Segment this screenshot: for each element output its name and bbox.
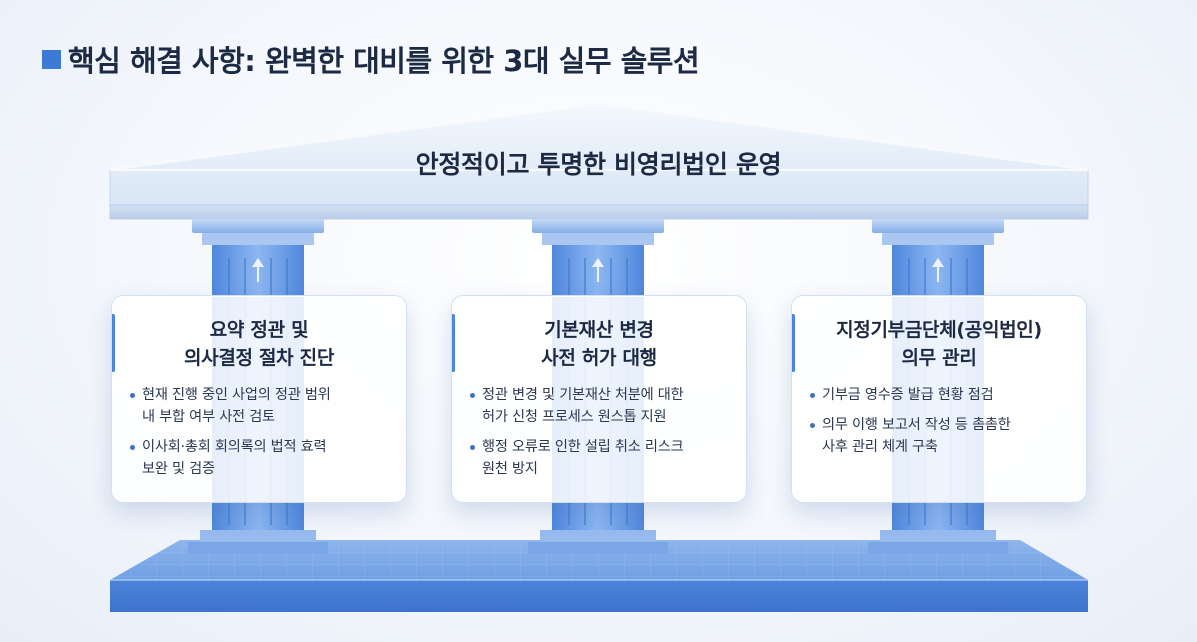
solution-card-2: 기본재산 변경 사전 허가 대행 정관 변경 및 기본재산 처분에 대한 허가 … bbox=[451, 295, 747, 503]
bullet-line: 보완 및 검증 bbox=[142, 461, 215, 477]
card-accent-bar bbox=[452, 314, 455, 372]
card-title-line: 사전 허가 대행 bbox=[541, 347, 657, 369]
card-title-line: 의무 관리 bbox=[901, 347, 977, 369]
card-title-line: 지정기부금단체(공익법인) bbox=[836, 319, 1042, 341]
up-arrow-icon bbox=[252, 258, 264, 282]
roof bbox=[109, 102, 1089, 220]
card-accent-bar bbox=[112, 314, 115, 372]
card-bullet-list: 정관 변경 및 기본재산 처분에 대한 허가 신청 프로세스 원스톱 지원 행정… bbox=[452, 384, 746, 480]
bullet-item: 정관 변경 및 기본재산 처분에 대한 허가 신청 프로세스 원스톱 지원 bbox=[470, 384, 736, 428]
base-platform bbox=[110, 540, 1088, 612]
page-title-row: 핵심 해결 사항: 완벽한 대비를 위한 3대 실무 솔루션 bbox=[42, 38, 700, 80]
title-bullet-square bbox=[42, 50, 61, 69]
card-bullet-list: 현재 진행 중인 사업의 정관 범위 내 부합 여부 사전 검토 이사회·총회 … bbox=[112, 384, 406, 480]
card-title: 요약 정관 및 의사결정 절차 진단 bbox=[112, 316, 406, 372]
bullet-line: 현재 진행 중인 사업의 정관 범위 bbox=[142, 387, 331, 403]
card-title-line: 의사결정 절차 진단 bbox=[183, 347, 335, 369]
bullet-line: 허가 신청 프로세스 원스톱 지원 bbox=[482, 409, 667, 425]
bullet-line: 의무 이행 보고서 작성 등 촘촘한 bbox=[822, 417, 1011, 433]
card-title: 지정기부금단체(공익법인) 의무 관리 bbox=[792, 316, 1086, 372]
bullet-item: 이사회·총회 회의록의 법적 효력 보완 및 검증 bbox=[130, 436, 396, 480]
solution-card-3: 지정기부금단체(공익법인) 의무 관리 기부금 영수증 발급 현황 점검 의무 … bbox=[791, 295, 1087, 503]
bullet-line: 이사회·총회 회의록의 법적 효력 bbox=[142, 439, 327, 455]
bullet-line: 사후 관리 체계 구축 bbox=[822, 439, 938, 455]
card-title: 기본재산 변경 사전 허가 대행 bbox=[452, 316, 746, 372]
bullet-line: 행정 오류로 인한 설립 취소 리스크 bbox=[482, 439, 684, 455]
bullet-item: 현재 진행 중인 사업의 정관 범위 내 부합 여부 사전 검토 bbox=[130, 384, 396, 428]
bullet-item: 의무 이행 보고서 작성 등 촘촘한 사후 관리 체계 구축 bbox=[810, 414, 1076, 458]
card-bullet-list: 기부금 영수증 발급 현황 점검 의무 이행 보고서 작성 등 촘촘한 사후 관… bbox=[792, 384, 1086, 458]
bullet-item: 행정 오류로 인한 설립 취소 리스크 원천 방지 bbox=[470, 436, 736, 480]
roof-label: 안정적이고 투명한 비영리법인 운영 bbox=[415, 150, 782, 179]
bullet-line: 기부금 영수증 발급 현황 점검 bbox=[822, 387, 994, 403]
card-title-line: 기본재산 변경 bbox=[544, 319, 654, 341]
card-accent-bar bbox=[792, 314, 795, 372]
bullet-line: 내 부합 여부 사전 검토 bbox=[142, 409, 275, 425]
bullet-line: 정관 변경 및 기본재산 처분에 대한 bbox=[482, 387, 684, 403]
card-title-line: 요약 정관 및 bbox=[209, 319, 309, 341]
up-arrow-icon bbox=[932, 258, 944, 282]
bullet-item: 기부금 영수증 발급 현황 점검 bbox=[810, 384, 1076, 406]
up-arrow-icon bbox=[592, 258, 604, 282]
page-title: 핵심 해결 사항: 완벽한 대비를 위한 3대 실무 솔루션 bbox=[68, 44, 700, 78]
solution-card-1: 요약 정관 및 의사결정 절차 진단 현재 진행 중인 사업의 정관 범위 내 … bbox=[111, 295, 407, 503]
bullet-line: 원천 방지 bbox=[482, 461, 538, 477]
